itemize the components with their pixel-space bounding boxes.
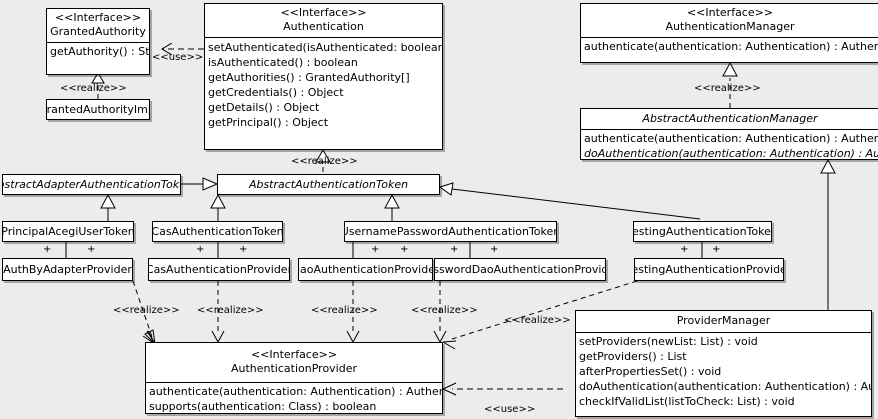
method-item: isAuthenticated() : boolean	[208, 56, 358, 69]
class-box-authentication-provider[interactable]: <<Interface>> AuthenticationProvider aut…	[145, 342, 443, 414]
method-item: authenticate(authentication: Authenticat…	[584, 40, 878, 53]
stereotype-label: <<Interface>>	[250, 348, 338, 361]
method-item: getPrincipal() : Object	[208, 116, 329, 129]
class-box-cas-authentication-token[interactable]: CasAuthenticationToken	[152, 221, 283, 242]
class-name-label: AuthenticationProvider	[230, 362, 358, 375]
association-multiplicity-marker: +	[371, 244, 380, 255]
method-item: getCredentials() : Object	[208, 86, 344, 99]
class-box-username-password-authentication-token[interactable]: UsernamePasswordAuthenticationToken	[344, 221, 557, 242]
class-box-abstract-authentication-manager[interactable]: AbstractAuthenticationManager authentica…	[580, 108, 878, 160]
class-name-label: AuthenticationManager	[665, 20, 795, 33]
class-name-label: Authentication	[283, 20, 364, 33]
association-multiplicity-marker: +	[239, 244, 248, 255]
class-box-provider-manager[interactable]: ProviderManager setProviders(newList: Li…	[575, 310, 872, 417]
class-name-label: PrincipalAcegiUserToken	[2, 225, 134, 238]
method-item: supports(authentication: Class) : boolea…	[149, 400, 377, 413]
class-name-label: DaoAuthenticationProvider	[298, 263, 433, 276]
link-generalize-testingauthenticationtoken	[438, 182, 701, 220]
class-box-auth-by-adapter-provider[interactable]: AuthByAdapterProvider	[2, 258, 133, 281]
method-item: afterPropertiesSet() : void	[579, 365, 722, 378]
method-item: getDetails() : Object	[208, 101, 320, 114]
method-item: authenticate(authentication: Authenticat…	[584, 132, 878, 145]
association-multiplicity-marker: +	[712, 244, 721, 255]
class-name-label: TestingAuthenticationToken	[633, 225, 772, 238]
class-header-authentication-provider: <<Interface>> AuthenticationProvider	[146, 343, 442, 379]
class-header-authentication-manager: <<Interface>> AuthenticationManager	[581, 4, 878, 37]
method-item: checkIfValidList(listToCheck: List) : vo…	[579, 395, 795, 408]
class-name-label: GrantedAuthority	[50, 25, 146, 38]
class-methods-compartment: authenticate(authentication: Authenticat…	[146, 382, 442, 413]
class-name-label: CasAuthenticationProvider	[148, 263, 290, 276]
class-methods-compartment: authenticate(authentication: Authenticat…	[581, 129, 878, 160]
method-item: getProviders() : List	[579, 350, 687, 363]
class-name-label: ProviderManager	[676, 314, 771, 327]
class-box-cas-authentication-provider[interactable]: CasAuthenticationProvider	[148, 258, 290, 281]
class-header-provider-manager: ProviderManager	[576, 311, 871, 332]
class-name-label: UsernamePasswordAuthenticationToken	[344, 225, 557, 238]
class-header-granted-authority: <<Interface>> GrantedAuthority	[47, 9, 149, 42]
class-box-authentication-manager[interactable]: <<Interface>> AuthenticationManager auth…	[580, 3, 878, 63]
class-name-label: CasAuthenticationToken	[152, 225, 283, 238]
relationship-label-realize-testingauthenticationprovider: <<realize>>	[504, 315, 571, 326]
class-box-testing-authentication-token[interactable]: TestingAuthenticationToken	[633, 221, 772, 242]
relationship-label-realize-abstract-authentication-manager: <<realize>>	[694, 83, 761, 94]
stereotype-label: <<Interface>>	[686, 6, 774, 19]
association-multiplicity-marker: +	[196, 244, 205, 255]
association-multiplicity-marker: +	[490, 244, 499, 255]
relationship-label-realize-daoauthenticationprovider: <<realize>>	[311, 305, 378, 316]
class-name-label: GrantedAuthorityImpl	[46, 103, 149, 116]
association-multiplicity-marker: +	[450, 244, 459, 255]
association-multiplicity-marker: +	[680, 244, 689, 255]
method-item: setAuthenticated(isAuthenticated: boolea…	[208, 41, 442, 54]
method-item: getAuthority() : String	[50, 45, 150, 58]
class-methods-compartment: getAuthority() : String	[47, 42, 149, 60]
relationship-label-realize-authentication-token: <<realize>>	[291, 156, 358, 167]
class-box-granted-authority-impl[interactable]: GrantedAuthorityImpl	[46, 99, 150, 120]
relationship-label-realize-grantedauthorityimpl: <<realize>>	[60, 83, 127, 94]
link-generalize-abstractadaptertoken-to-abstracttoken	[181, 177, 219, 191]
relationship-label-use-providermanager-authenticationprovider: <<use>>	[484, 404, 536, 415]
class-methods-compartment: setAuthenticated(isAuthenticated: boolea…	[205, 37, 442, 131]
stereotype-label: <<Interface>>	[280, 6, 367, 19]
class-name-label: AuthByAdapterProvider	[3, 263, 132, 276]
association-multiplicity-marker: +	[400, 244, 409, 255]
association-multiplicity-marker: +	[87, 244, 96, 255]
class-header-abstract-authentication-manager: AbstractAuthenticationManager	[581, 109, 878, 129]
class-name-label: AbstractAuthenticationToken	[248, 178, 409, 191]
class-box-testing-authentication-provider[interactable]: TestingAuthenticationProvider	[634, 258, 784, 281]
link-generalize-usernamepasswordtoken	[384, 193, 400, 221]
method-item: getAuthorities() : GrantedAuthority[]	[208, 71, 410, 84]
method-item: authenticate(authentication: Authenticat…	[149, 385, 442, 398]
class-methods-compartment: setProviders(newList: List) : void getPr…	[576, 332, 871, 410]
relationship-label-realize-authbyadapterprovider: <<realize>>	[113, 305, 180, 316]
relationship-label-use-authentication-grantedauthority: <<use>>	[152, 52, 204, 63]
method-item: doAuthentication(authentication: Authent…	[584, 147, 878, 160]
method-item: setProviders(newList: List) : void	[579, 335, 758, 348]
class-name-label: AbstractAdapterAuthenticationToken	[3, 178, 180, 191]
class-header-authentication: <<Interface>> Authentication	[205, 4, 442, 37]
link-generalize-casauthenticationtoken	[210, 193, 226, 221]
class-name-label: TestingAuthenticationProvider	[634, 263, 784, 276]
relationship-label-realize-casauthenticationprovider: <<realize>>	[197, 305, 264, 316]
class-box-principal-acegi-user-token[interactable]: PrincipalAcegiUserToken	[2, 221, 134, 242]
class-box-authentication[interactable]: <<Interface>> Authentication setAuthenti…	[204, 3, 443, 150]
stereotype-label: <<Interface>>	[54, 11, 142, 24]
class-methods-compartment: authenticate(authentication: Authenticat…	[581, 37, 878, 55]
class-box-abstract-adapter-authentication-token[interactable]: AbstractAdapterAuthenticationToken	[2, 174, 181, 195]
link-use-providermanager-to-authenticationprovider	[442, 382, 563, 396]
class-box-dao-authentication-provider[interactable]: DaoAuthenticationProvider	[298, 258, 433, 281]
class-box-password-dao-authentication-provider[interactable]: PasswordDaoAuthenticationProvider	[434, 258, 606, 281]
class-box-granted-authority[interactable]: <<Interface>> GrantedAuthority getAuthor…	[46, 8, 150, 75]
link-generalize-principalacegiusertoken	[100, 193, 116, 221]
class-name-label: PasswordDaoAuthenticationProvider	[434, 263, 605, 276]
class-name-label: AbstractAuthenticationManager	[642, 112, 818, 125]
link-generalize-providermanager-to-abstractauthenticationmanager	[820, 158, 836, 310]
association-multiplicity-marker: +	[43, 244, 52, 255]
class-box-abstract-authentication-token[interactable]: AbstractAuthenticationToken	[217, 174, 440, 195]
relationship-label-realize-passworddaoprovider: <<realize>>	[411, 305, 478, 316]
method-item: doAuthentication(authentication: Authent…	[579, 380, 871, 393]
